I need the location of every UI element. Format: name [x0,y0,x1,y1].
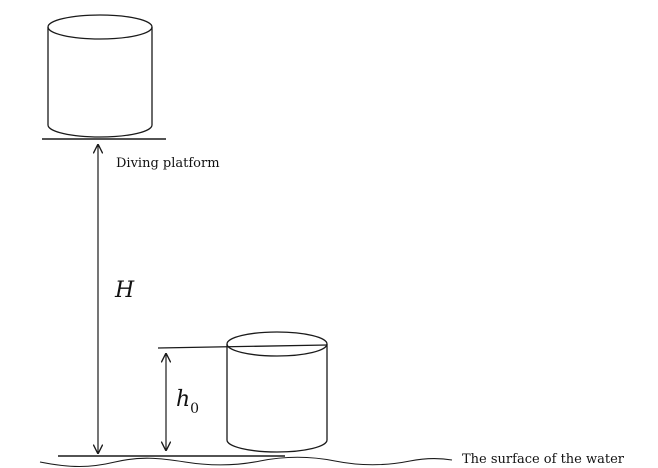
water-surface-wave [39,456,453,467]
top-cylinder [47,14,153,138]
height-h0-subscript: 0 [190,401,199,417]
height-H-label: H [114,278,135,303]
platform-label: Diving platform [116,156,220,171]
water-surface-label: The surface of the water [462,452,625,467]
bottom-cylinder [226,331,328,453]
cylinder-top-reference-line [157,344,328,349]
height-h0-label: h0 [176,387,199,417]
height-h0-symbol: h [176,387,190,412]
